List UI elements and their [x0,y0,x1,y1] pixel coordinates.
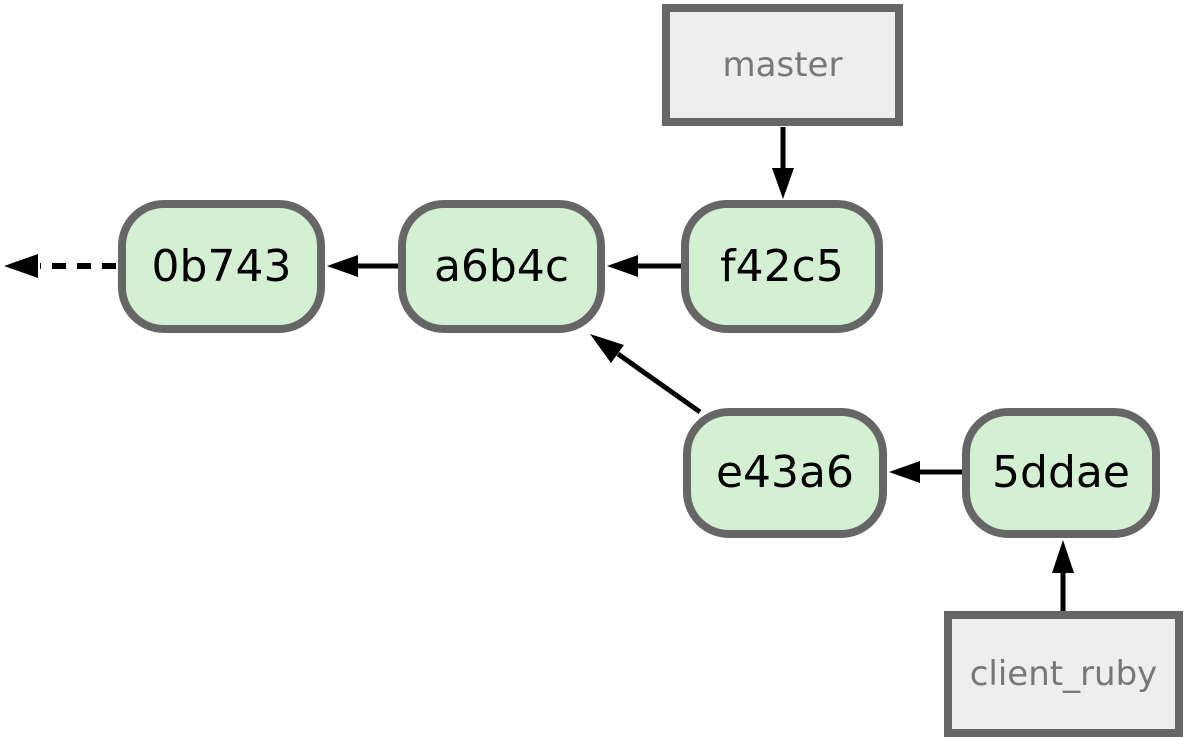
branch-label-master-text: master [722,45,843,85]
branch-label-client-ruby: client_ruby [944,611,1183,737]
edge-client-ruby-to-5ddae [1052,540,1074,611]
commit-node-0b743-label: 0b743 [151,240,292,292]
commit-node-f42c5: f42c5 [681,200,883,333]
edge-f42c5-to-a6b4c [607,255,681,277]
edge-0b743-to-earlier-history [4,254,116,278]
commit-node-5ddae-label: 5ddae [992,447,1130,498]
commit-node-5ddae: 5ddae [962,408,1160,538]
commit-node-e43a6: e43a6 [683,408,887,538]
commit-node-e43a6-label: e43a6 [715,447,854,498]
edge-a6b4c-to-0b743 [327,255,398,277]
edge-master-to-f42c5 [772,127,794,199]
edge-5ddae-to-e43a6 [889,461,962,483]
commit-node-0b743: 0b743 [118,200,325,333]
branch-label-client-ruby-text: client_ruby [969,654,1158,694]
edge-e43a6-to-a6b4c [590,334,702,415]
branch-label-master: master [662,4,903,126]
commit-node-a6b4c: a6b4c [398,200,605,333]
commit-node-a6b4c-label: a6b4c [433,240,570,292]
commit-node-f42c5-label: f42c5 [720,240,844,292]
